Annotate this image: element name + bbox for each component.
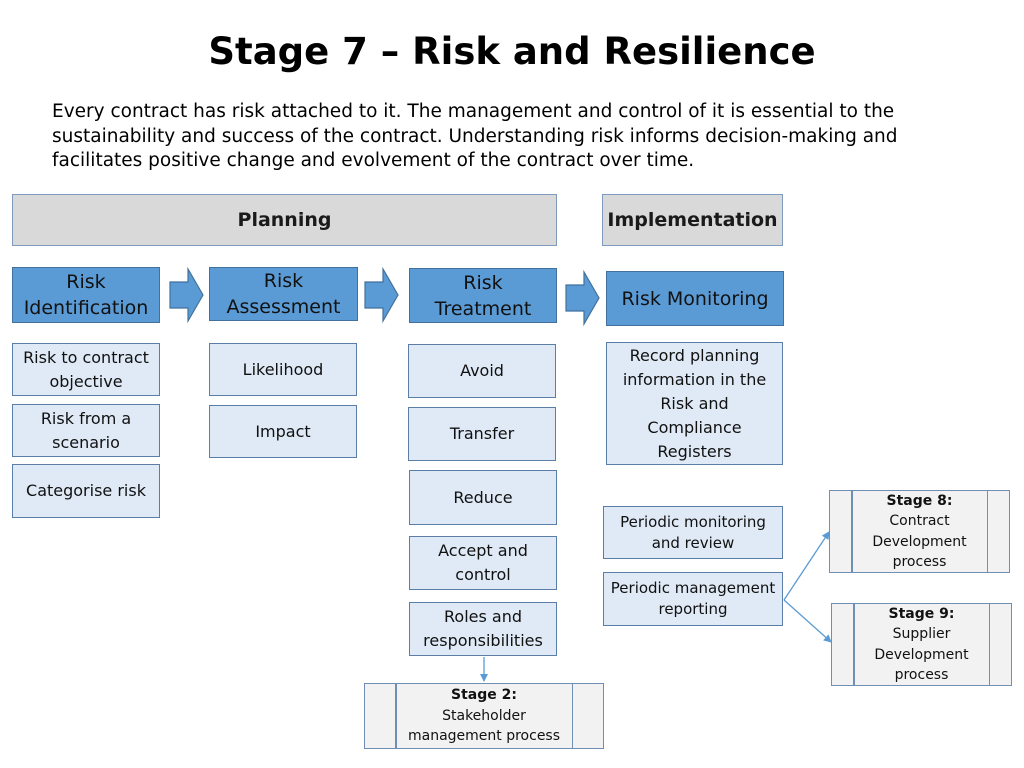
stage-line: Supplier xyxy=(892,626,951,642)
heading-line: Assessment xyxy=(226,296,341,318)
connector-reporting-to-stage-9 xyxy=(783,599,832,643)
stage-9-label: Stage 9: xyxy=(888,605,955,622)
item-line: information in the xyxy=(622,369,767,389)
connector-reporting-to-stage-8 xyxy=(783,531,830,601)
heading-line: Risk xyxy=(463,271,503,294)
item-line: Risk to contract xyxy=(23,347,149,367)
intro-paragraph: Every contract has risk attached to it. … xyxy=(52,101,898,171)
risk-identification-heading: Risk Identification xyxy=(12,267,160,323)
heading-line: Risk Monitoring xyxy=(621,287,769,310)
item-line: responsibilities xyxy=(423,631,543,650)
page-title: Stage 7 – Risk and Resilience xyxy=(208,30,816,73)
item-line: Risk from a xyxy=(40,408,132,428)
stage-line: process xyxy=(892,554,947,570)
risk-assessment-heading: Risk Assessment xyxy=(209,267,358,321)
heading-line: Risk xyxy=(66,271,106,293)
stage-box-left-bar xyxy=(395,684,397,748)
item-roles-and-responsibilities: Roles and responsibilities xyxy=(409,602,557,656)
item-line: Accept and xyxy=(438,541,528,560)
item-line: and review xyxy=(651,533,735,552)
stage-2-label: Stage 2: xyxy=(451,687,517,704)
item-categorise-risk: Categorise risk xyxy=(12,464,160,518)
planning-phase-bar: Planning xyxy=(12,194,557,246)
item-likelihood: Likelihood xyxy=(209,343,357,396)
flow-arrow-identification-to-assessment xyxy=(169,266,204,324)
stage-line: management process xyxy=(407,728,561,745)
stage-line: Contract xyxy=(889,513,950,529)
item-line: Categorise risk xyxy=(26,481,146,500)
item-line: Compliance xyxy=(647,417,742,437)
stage-9-box: Stage 9: Supplier Development process xyxy=(831,603,1012,686)
stage-box-right-bar xyxy=(986,491,988,572)
item-line: Registers xyxy=(657,441,732,461)
item-accept-and-control: Accept and control xyxy=(409,536,557,590)
item-line: reporting xyxy=(658,600,728,618)
item-line: Record planning xyxy=(629,345,760,365)
stage-line: Stakeholder xyxy=(442,707,526,724)
item-line: Avoid xyxy=(460,361,504,380)
flow-arrow-assessment-to-treatment xyxy=(364,266,399,324)
item-line: Likelihood xyxy=(242,359,324,379)
heading-line: Treatment xyxy=(434,297,532,320)
item-line: Risk and xyxy=(660,393,729,413)
item-risk-from-a-scenario: Risk from a scenario xyxy=(12,404,160,457)
item-transfer: Transfer xyxy=(408,407,556,461)
heading-line: Risk xyxy=(263,270,304,292)
item-line: Impact xyxy=(255,421,311,441)
risk-treatment-heading: Risk Treatment xyxy=(409,268,557,323)
stage-line: Development xyxy=(872,533,967,550)
stage-box-right-bar xyxy=(571,684,573,748)
stage-box-right-bar xyxy=(988,604,990,685)
heading-line: Identification xyxy=(23,297,149,319)
item-line: Periodic monitoring xyxy=(620,512,766,531)
stage-box-left-bar xyxy=(851,491,853,572)
implementation-phase-bar: Implementation xyxy=(602,194,783,246)
item-reduce: Reduce xyxy=(409,470,557,525)
item-line: Periodic management xyxy=(610,579,776,597)
item-risk-to-contract-objective: Risk to contract objective xyxy=(12,343,160,396)
flow-arrow-treatment-to-monitoring xyxy=(565,269,600,327)
item-periodic-management-reporting: Periodic management reporting xyxy=(603,572,783,626)
item-impact: Impact xyxy=(209,405,357,458)
stage-8-label: Stage 8: xyxy=(886,492,953,509)
stage-line: Development xyxy=(874,646,969,663)
stage-8-box: Stage 8: Contract Development process xyxy=(829,490,1010,573)
item-avoid: Avoid xyxy=(408,344,556,398)
stage-box-left-bar xyxy=(853,604,855,685)
risk-monitoring-heading: Risk Monitoring xyxy=(606,271,784,326)
stage-line: process xyxy=(894,667,949,683)
item-line: control xyxy=(455,565,511,584)
item-periodic-monitoring-and-review: Periodic monitoring and review xyxy=(603,506,783,559)
item-line: Reduce xyxy=(453,487,513,507)
item-line: Transfer xyxy=(449,424,515,443)
item-line: objective xyxy=(49,371,123,391)
item-line: Roles and xyxy=(444,607,522,626)
stage-2-box: Stage 2: Stakeholder management process xyxy=(364,683,604,749)
item-record-planning-information: Record planning information in the Risk … xyxy=(606,342,783,465)
item-line: scenario xyxy=(52,432,120,452)
